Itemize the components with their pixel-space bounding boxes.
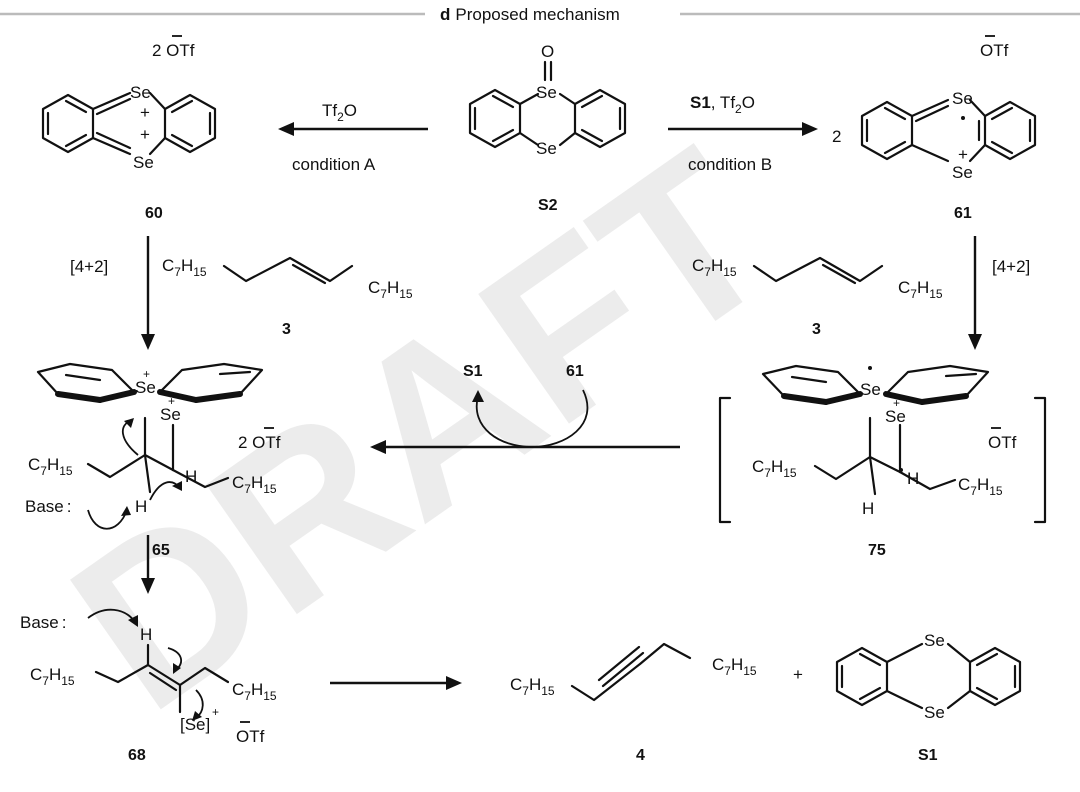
s1-se-top: Se [924, 631, 945, 650]
compound-label-s2: S2 [538, 197, 558, 214]
c75-radical-dot [868, 366, 872, 370]
compound-75-structure [718, 364, 1047, 524]
compound-65-structure [36, 362, 264, 494]
s2-se-top: Se [536, 83, 557, 102]
cycloaddition-right: [4+2] [992, 257, 1030, 276]
compound-s1-structure [835, 642, 1022, 710]
c65-curly-head-se [124, 418, 134, 428]
c75-se-top: Se [860, 380, 881, 399]
compound-label-s1: S1 [918, 747, 938, 764]
compound-4-structure: C7H15 C7H15 [510, 642, 757, 702]
condition-b: condition B [688, 155, 772, 174]
c75-h-right: H [907, 469, 919, 488]
compound-label-65: 65 [152, 542, 170, 559]
svg-text:C7H15: C7H15 [712, 655, 757, 678]
c65-curly-arrow-base [87, 509, 128, 530]
arrowhead-to-60 [278, 122, 294, 136]
c68-counterion: OTf [236, 727, 265, 746]
cycloaddition-left: [4+2] [70, 257, 108, 276]
svg-text:C7H15: C7H15 [898, 278, 943, 301]
compound-label-4: 4 [636, 747, 645, 764]
c61-se-top: Se [952, 89, 973, 108]
cycle-in-61: 61 [566, 363, 584, 380]
plus-sign: + [793, 665, 803, 684]
c75-counterion: OTf [988, 433, 1017, 452]
compound-label-3-left: 3 [282, 321, 291, 338]
c68-curly-head-base [128, 615, 138, 627]
c65-curly-head-ch [172, 481, 182, 491]
compound-label-3-right: 3 [812, 321, 821, 338]
c65-c7h15-left: C7H15 [28, 455, 73, 478]
watermark: DRAFT [29, 101, 815, 759]
c65-curly-head-base [121, 506, 131, 516]
alkene-3-left: C7H15 C7H15 [162, 256, 413, 301]
s2-se-bottom: Se [536, 139, 557, 158]
compound-label-68: 68 [128, 747, 146, 764]
compound-label-61: 61 [954, 205, 972, 222]
c60-plus-1: + [140, 103, 150, 122]
c65-base: Base: [25, 497, 71, 516]
stoichiometry-2: 2 [832, 127, 841, 146]
bracket-left [718, 396, 732, 524]
cycle-out-s1: S1 [463, 363, 483, 380]
reagent-left: Tf2O [322, 101, 357, 124]
compound-label-75: 75 [868, 542, 886, 559]
c65-plus-2: + [168, 394, 175, 408]
cycle-curve [475, 389, 589, 448]
c75-c7h15-right: C7H15 [958, 475, 1003, 498]
arrowhead-to-61 [802, 122, 818, 136]
panel-letter: d [440, 5, 450, 24]
svg-text:C7H15: C7H15 [162, 256, 207, 279]
c60-counterion: 2 OTf [152, 41, 195, 60]
c75-plus: + [893, 396, 900, 410]
c68-h: H [140, 625, 152, 644]
c61-counterion: OTf [980, 41, 1009, 60]
arrowhead-68-to-products [446, 676, 462, 690]
c68-curly-head-1 [173, 663, 181, 674]
c68-se-bracket: [Se] [180, 715, 210, 734]
compound-label-60: 60 [145, 205, 163, 222]
c65-se-bottom: Se [160, 405, 181, 424]
c68-c7h15-left: C7H15 [30, 665, 75, 688]
c75-radical-dot-2 [899, 468, 903, 472]
c65-counterion: 2 OTf [238, 433, 281, 452]
c61-plus: + [958, 145, 968, 164]
c60-se-top: Se [130, 83, 151, 102]
cycle-head [472, 390, 484, 402]
arrowhead-61-to-75 [968, 334, 982, 350]
c75-se-bottom: Se [885, 407, 906, 426]
compound-68-structure [94, 643, 230, 714]
compound-61-structure [860, 98, 1037, 163]
c60-se-bottom: Se [133, 153, 154, 172]
c68-curly-head-2 [192, 711, 202, 721]
panel-title: d Proposed mechanism [440, 5, 620, 24]
arrowhead-75-to-65 [370, 440, 386, 454]
c75-h-left: H [862, 499, 874, 518]
arrowhead-65-to-68 [141, 578, 155, 594]
reagent-right: S1, Tf2O [690, 93, 755, 116]
c65-h-right: H [185, 467, 197, 486]
c68-plus: + [212, 705, 219, 719]
bracket-right [1033, 396, 1047, 524]
condition-a: condition A [292, 155, 376, 174]
c61-radical-dot [961, 116, 965, 120]
s1-se-bottom: Se [924, 703, 945, 722]
c61-se-bottom: Se [952, 163, 973, 182]
c60-plus-2: + [140, 125, 150, 144]
panel-title-text: Proposed mechanism [455, 5, 619, 24]
arrowhead-60-to-65 [141, 334, 155, 350]
svg-text:C7H15: C7H15 [510, 675, 555, 698]
c68-base: Base: [20, 613, 66, 632]
s2-oxygen: O [541, 42, 554, 61]
c65-se-top: Se [135, 378, 156, 397]
compound-60-structure [41, 91, 217, 156]
c65-plus-1: + [143, 367, 150, 381]
c65-h-left: H [135, 497, 147, 516]
compound-s2-structure [468, 60, 627, 149]
c75-c7h15-left: C7H15 [752, 457, 797, 480]
